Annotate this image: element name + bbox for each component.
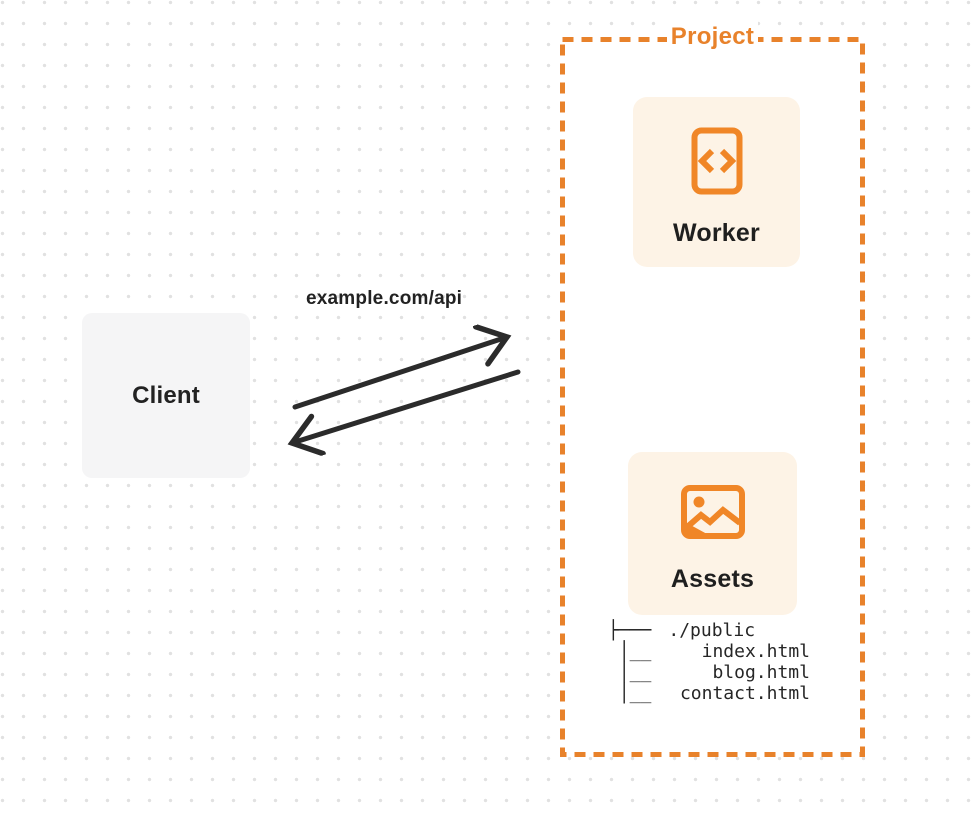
project-title: Project bbox=[560, 21, 865, 53]
worker-node: Worker bbox=[633, 97, 800, 267]
worker-label: Worker bbox=[673, 219, 760, 247]
image-icon bbox=[680, 485, 745, 539]
tree-branch-glyph: │__ bbox=[608, 662, 652, 683]
tree-branch-glyph: │__ bbox=[608, 683, 652, 704]
client-node: Client bbox=[82, 313, 250, 478]
file-tree-row: │__ contact.html bbox=[608, 683, 810, 704]
request-url-label: example.com/api bbox=[306, 288, 463, 309]
assets-node: Assets bbox=[628, 452, 797, 615]
assets-label: Assets bbox=[670, 565, 755, 593]
file-tree-row: ├─── ./public bbox=[608, 620, 810, 641]
tree-entry-name: index.html bbox=[701, 641, 810, 662]
project-container: Project Worker bbox=[560, 21, 865, 757]
tree-entry-name: contact.html bbox=[679, 683, 810, 704]
request-response-arrows bbox=[268, 315, 521, 465]
response-arrow bbox=[292, 369, 521, 443]
tree-branch-glyph: │__ bbox=[608, 641, 652, 662]
file-tree-row: │__ index.html bbox=[608, 641, 810, 662]
assets-file-tree: ├─── ./public │__ index.html │__ blog.ht… bbox=[608, 620, 810, 704]
code-file-icon bbox=[691, 127, 743, 195]
client-label: Client bbox=[132, 381, 200, 409]
tree-branch-glyph: ├─── bbox=[608, 620, 652, 641]
tree-entry-name: blog.html bbox=[712, 662, 810, 683]
project-dashed-border bbox=[560, 37, 865, 757]
file-tree-row: │__ blog.html bbox=[608, 662, 810, 683]
tree-entry-name: ./public bbox=[668, 620, 756, 641]
request-arrow bbox=[292, 337, 507, 410]
